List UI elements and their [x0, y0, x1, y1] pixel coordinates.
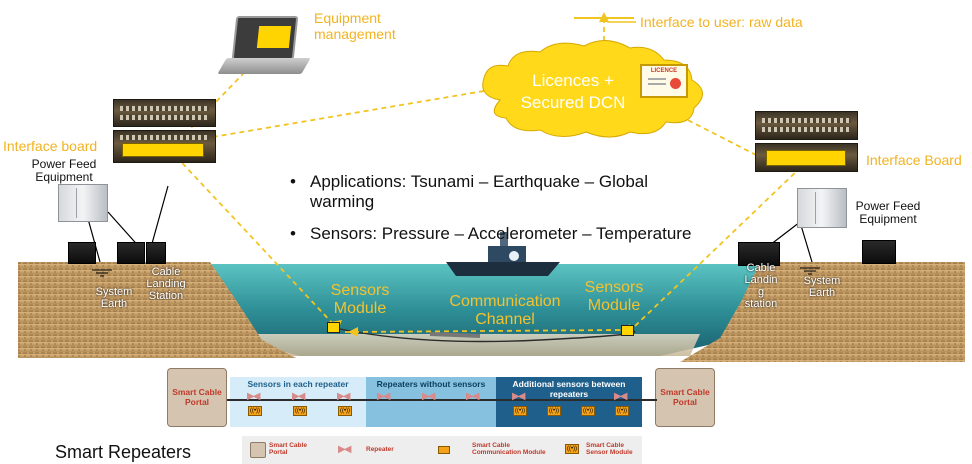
power-feed-equipment-left	[58, 184, 108, 222]
legend-comm-label: Smart Cable Communication Module	[472, 442, 546, 456]
smart-cable-portal-left: Smart Cable Portal	[167, 368, 227, 427]
legend-sensor-icon: ((•))	[565, 444, 579, 454]
rack-upper-right	[755, 111, 858, 140]
bullet-applications: Applications: Tsunami – Earthquake – Glo…	[286, 172, 706, 212]
interface-board-right	[755, 143, 858, 172]
cable-landing-station-left-a	[68, 242, 96, 264]
interface-board-right-highlight	[766, 150, 846, 166]
info-bullets: Applications: Tsunami – Earthquake – Glo…	[286, 172, 706, 256]
cable-landing-station-left-b	[117, 242, 145, 264]
legend-portal-label: Smart Cable Portal	[269, 442, 307, 456]
repeater-icon: ▶◀	[292, 391, 305, 402]
sensor-module-icon: ((•))	[293, 406, 307, 416]
section-title: Repeaters without sensors	[376, 379, 486, 389]
repeater-icon: ▶◀	[422, 391, 435, 402]
cable-landing-left-label: Cable Landing Station	[146, 266, 186, 302]
smart-repeaters-title: Smart Repeaters	[55, 442, 192, 462]
sensors-module-right-box	[621, 325, 634, 336]
legend-comm-icon	[438, 446, 450, 454]
legend: Smart Cable Portal ▶◀ Repeater Smart Cab…	[242, 436, 642, 464]
section-sensors-each-repeater: Sensors in each repeater	[230, 377, 366, 427]
legend-portal-icon	[250, 442, 266, 458]
sensor-module-icon: ((•))	[547, 406, 561, 416]
sensor-module-icon: ((•))	[248, 406, 262, 416]
interface-to-user-label: Interface to user: raw data	[640, 14, 803, 30]
sensor-module-icon: ((•))	[581, 406, 595, 416]
laptop-icon	[217, 16, 311, 82]
smart-cable-portal-right: Smart Cable Portal	[655, 368, 715, 427]
legend-repeater-icon: ▶◀	[338, 444, 351, 455]
cable-landing-right-label: Cable Landin g station	[744, 262, 778, 310]
repeater-icon: ▶◀	[247, 391, 260, 402]
system-earth-left-label: System Earth	[95, 286, 133, 310]
rack-upper-left	[113, 99, 216, 127]
repeater-icon: ▶◀	[377, 391, 390, 402]
interface-board-left-highlight	[122, 143, 204, 157]
interface-board-right-label: Interface Board	[866, 152, 962, 168]
repeater-cable-line	[227, 399, 657, 401]
section-repeaters-without-sensors: Repeaters without sensors	[366, 377, 496, 427]
licence-certificate-icon: LICENCE	[640, 64, 688, 98]
sensors-module-left-label: Sensors Module	[330, 282, 390, 317]
land-left	[18, 262, 296, 358]
sensor-module-icon: ((•))	[338, 406, 352, 416]
land-right	[680, 262, 965, 362]
repeater-icon: ▶◀	[614, 391, 627, 402]
sea-floor	[250, 334, 700, 356]
system-earth-right-label: System Earth	[803, 275, 841, 299]
power-feed-equipment-right	[797, 188, 847, 228]
equipment-management-label: Equipment management	[314, 10, 396, 42]
legend-sensor-label: Smart Cable Sensor Module	[586, 442, 633, 456]
repeater-icon: ▶◀	[466, 391, 479, 402]
sensor-module-icon: ((•))	[615, 406, 629, 416]
power-feed-right-label: Power Feed Equipment	[855, 199, 921, 226]
cable-landing-station-right-a	[738, 242, 780, 266]
section-additional-sensors: Additional sensors between repeaters	[496, 377, 642, 427]
section-title: Additional sensors between repeaters	[512, 379, 626, 399]
cloud-label: Licences + Secured DCN	[520, 71, 626, 112]
sensor-module-icon: ((•))	[513, 406, 527, 416]
licence-badge-text: LICENCE	[650, 68, 678, 74]
legend-repeater-label: Repeater	[366, 446, 394, 453]
bullet-sensors: Sensors: Pressure – Accelerometer – Temp…	[286, 224, 706, 244]
cable-landing-station-right-b	[862, 240, 896, 264]
power-feed-left-label: Power Feed Equipment	[31, 157, 97, 184]
cable-landing-station-left-c	[146, 242, 166, 264]
section-title: Sensors in each repeater	[247, 379, 349, 389]
interface-board-left-label: Interface board	[3, 138, 98, 154]
sensors-module-right-label: Sensors Module	[584, 279, 644, 314]
repeater-icon: ▶◀	[337, 391, 350, 402]
repeater-icon: ▶◀	[512, 391, 525, 402]
interface-board-left	[113, 130, 216, 163]
communication-channel-label: Communication Channel	[449, 293, 561, 328]
seal-icon	[670, 78, 681, 89]
sensors-module-left-box	[327, 322, 340, 333]
